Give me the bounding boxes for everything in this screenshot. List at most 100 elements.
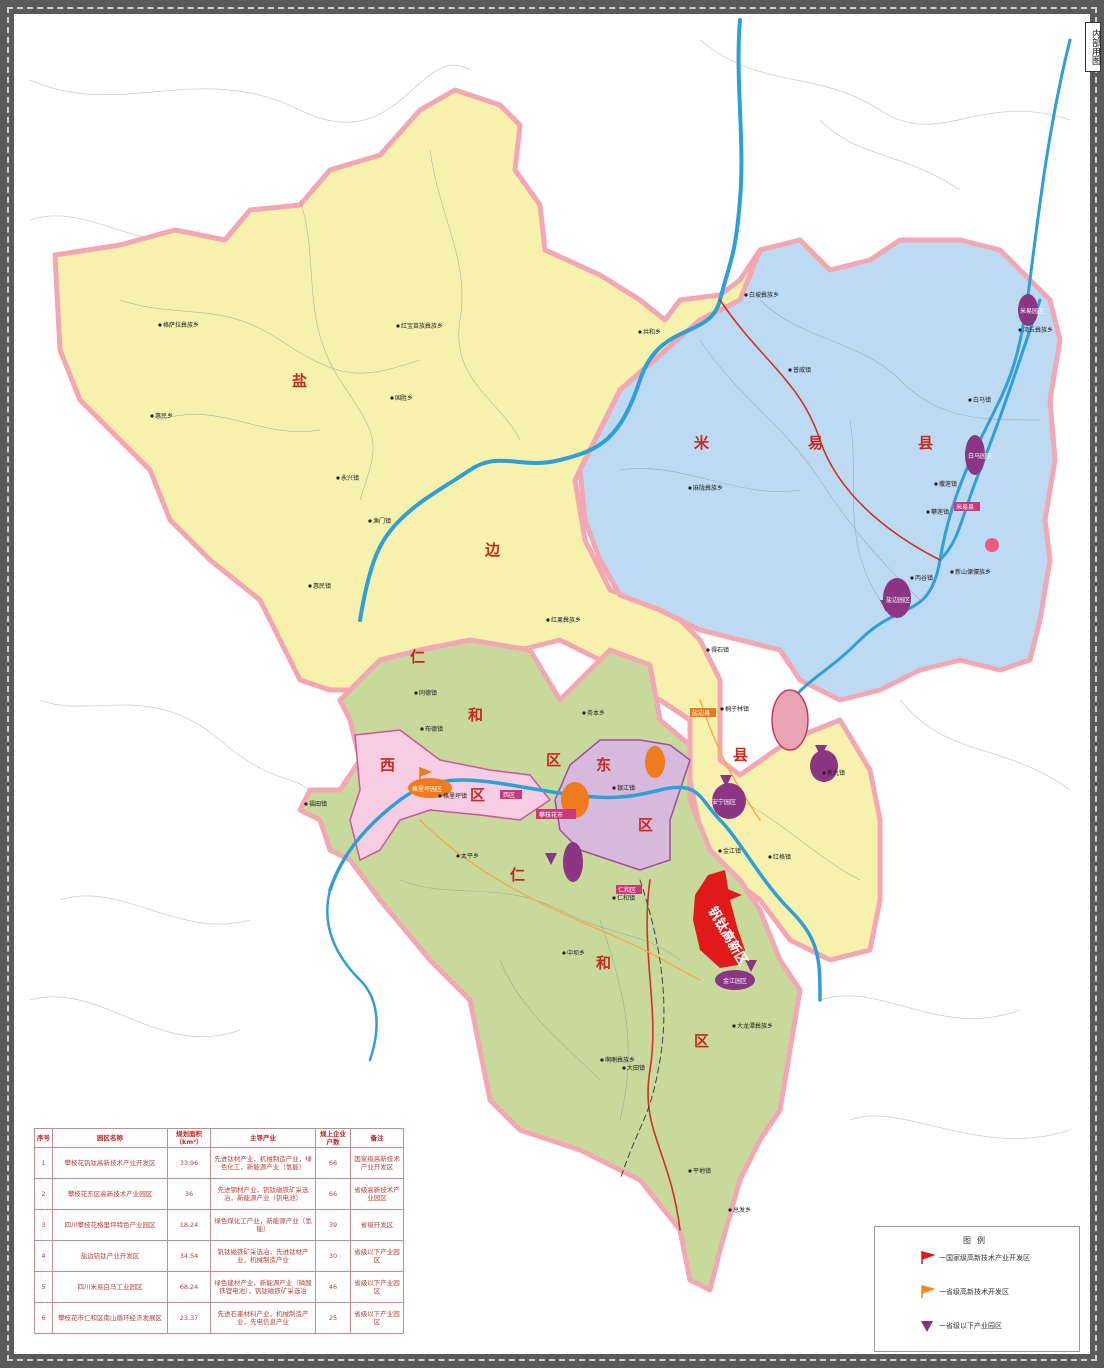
- town-marker: 红宝苗族彝族乡: [396, 322, 443, 330]
- town-dot: [150, 414, 154, 418]
- dongqu-label-1: 东: [596, 756, 611, 774]
- town-marker: 同德镇: [414, 689, 437, 697]
- town-marker: 金江镇: [718, 847, 741, 855]
- town-marker: 撒莲镇: [934, 480, 957, 488]
- town-marker: 布德镇: [420, 725, 443, 733]
- town-label: 太平乡: [461, 852, 479, 860]
- rail-line: [619, 879, 665, 1181]
- town-dot: [926, 510, 930, 514]
- yanbian-label-2: 边: [484, 541, 501, 559]
- town-dot: [546, 618, 550, 622]
- region-labels: 盐 边 县 米 易 县 仁 和 区 西 区 东 区 仁 和 区: [292, 372, 933, 1050]
- town-dot: [950, 570, 954, 574]
- miyi-label-2: 易: [808, 434, 823, 452]
- town-marker: 惠民镇: [308, 582, 331, 590]
- anning-park-label: 安宁园区: [712, 798, 736, 806]
- town-label: 国胜乡: [395, 394, 413, 402]
- town-dot: [744, 293, 748, 297]
- yanbian-park-label: 盐边园区: [886, 596, 910, 604]
- header-industry: 主导产业: [210, 1128, 316, 1148]
- baima-park-area: [965, 435, 985, 475]
- city-tag: 攀枝花市: [539, 811, 563, 819]
- miyi-county-area: [577, 237, 1063, 703]
- town-label: 福田镇: [309, 800, 327, 808]
- town-marker: 渔门镇: [368, 517, 391, 525]
- town-marker: 格里坪镇: [438, 792, 467, 800]
- renhe-south-label-1: 仁: [510, 866, 525, 884]
- town-dot: [706, 648, 710, 652]
- roads: [419, 299, 941, 1231]
- town-marker: 新山傈僳族乡: [950, 568, 991, 576]
- town-label: 湾丘彝族乡: [1023, 326, 1053, 334]
- highway-north: [719, 299, 941, 561]
- town-dot: [456, 854, 460, 858]
- orange-flag-icon: [419, 766, 433, 780]
- town-label: 普威镇: [793, 366, 811, 374]
- orange-flag-icon: [921, 1285, 935, 1298]
- yanbian-label-1: 盐: [292, 372, 307, 390]
- town-marker: 太平乡: [456, 852, 479, 860]
- yanbian-label-3: 县: [733, 746, 748, 764]
- miyi-label-1: 米: [694, 434, 710, 452]
- park-markers: [419, 600, 892, 972]
- renhe-tag: 仁和区: [618, 886, 636, 894]
- internal-use-tag: 内部用图: [1085, 22, 1101, 72]
- anning-park-area: [712, 783, 746, 819]
- purple-pin-icon: [720, 775, 732, 787]
- town-marker: 总发乡: [728, 1206, 751, 1214]
- town-label: 白马镇: [973, 396, 991, 404]
- legend-label-sub-provincial: 一省级以下产业园区: [939, 1322, 1002, 1330]
- town-label: 共和乡: [643, 328, 661, 336]
- town-dot: [788, 368, 792, 372]
- town-marker: 仁和镇: [612, 894, 635, 902]
- industrial-parks: [408, 294, 1038, 990]
- town-dot: [768, 855, 772, 859]
- town-label: 攀莲镇: [931, 508, 949, 516]
- legend-item-national: 一国家级高新技术产业开发区: [919, 1251, 1030, 1265]
- town-label: 平地镇: [693, 1167, 711, 1175]
- town-dot: [688, 1169, 692, 1173]
- town-dot: [612, 786, 616, 790]
- town-label: 银江镇: [617, 784, 635, 792]
- town-label: 务本乡: [587, 709, 605, 717]
- miyi-park-area: [1018, 294, 1038, 326]
- town-label: 同德镇: [419, 689, 437, 697]
- purple-pin-icon: [815, 745, 827, 757]
- town-dot: [336, 476, 340, 480]
- town-labels: 格萨拉彝族乡红宝苗族彝族乡共和乡国胜乡惠民乡永兴镇渔门镇惠民镇红果彝族乡得石镇白…: [150, 291, 1053, 1214]
- legend-item-provincial: 一省级高新技术开发区: [919, 1285, 1009, 1299]
- town-dot: [822, 771, 826, 775]
- town-marker: 白坡彝族乡: [744, 291, 779, 299]
- purple-pin-icon: [880, 600, 892, 612]
- town-label: 红果彝族乡: [551, 616, 581, 624]
- xiqu-label-2: 区: [470, 786, 485, 804]
- yanbian-tag: 盐边县: [692, 709, 710, 717]
- town-dot: [934, 482, 938, 486]
- purple-pin-icon: [921, 1321, 933, 1332]
- town-dot: [728, 1208, 732, 1212]
- town-dot: [308, 584, 312, 588]
- renhe-north-label-3: 区: [546, 751, 561, 769]
- town-label: 丙谷镇: [915, 574, 933, 582]
- town-label: 惠民镇: [313, 582, 331, 590]
- town-marker: 务本乡: [582, 709, 605, 717]
- town-dot: [910, 576, 914, 580]
- highway-south: [646, 879, 681, 1231]
- township-boundaries: [119, 149, 1041, 1121]
- town-label: 新山傈僳族乡: [955, 568, 991, 576]
- town-dot: [732, 1024, 736, 1028]
- town-marker: 红格镇: [768, 853, 791, 861]
- gelipin-park-area: [408, 778, 452, 798]
- town-dot: [368, 519, 372, 523]
- red-flag-icon: [921, 1251, 935, 1264]
- town-label: 金江镇: [723, 847, 741, 855]
- town-marker: 啊喇彝族乡: [600, 1056, 635, 1064]
- outer-township-lines: [29, 39, 1071, 1139]
- town-dot: [414, 691, 418, 695]
